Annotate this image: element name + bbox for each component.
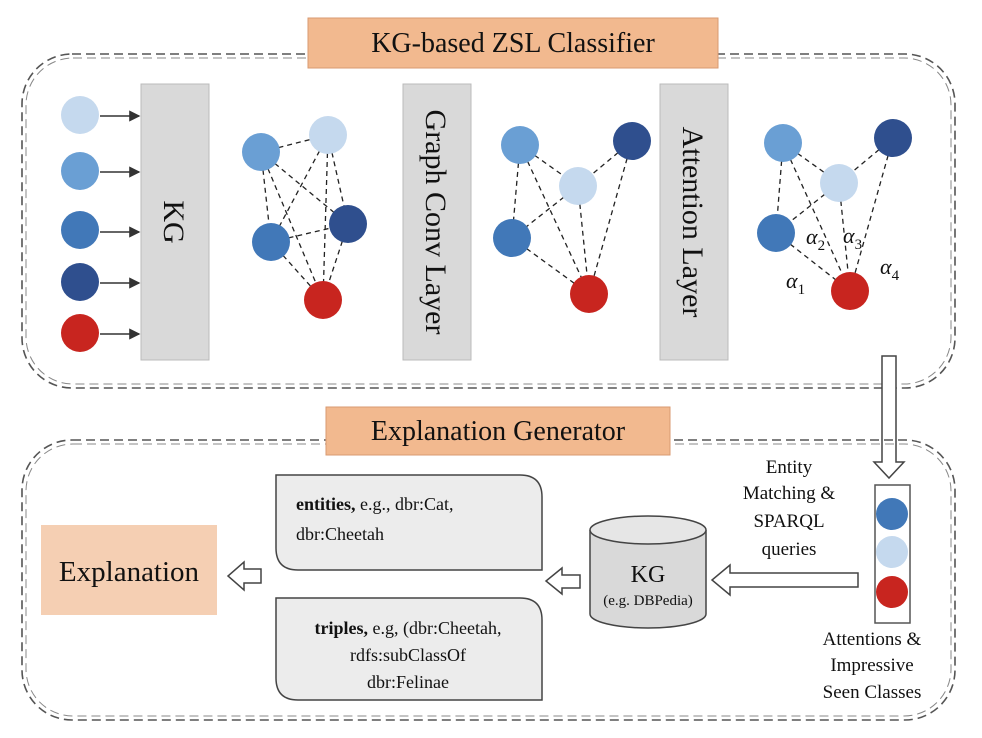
matching-line-1: Entity xyxy=(766,457,813,478)
attentions-line-2: Impressive xyxy=(830,655,913,676)
generator-title-box: Explanation Generator xyxy=(325,406,671,456)
g2-node-a xyxy=(501,126,539,164)
g2-node-c xyxy=(559,167,597,205)
explanation-box: Explanation xyxy=(41,525,217,615)
entities-line-2: dbr:Cheetah xyxy=(296,524,384,544)
input-node-1 xyxy=(61,96,99,134)
graph-conv-layer-bar: Graph Conv Layer xyxy=(402,83,472,361)
down-arrow-shape xyxy=(872,355,906,480)
matching-label: Entity Matching & SPARQL queries xyxy=(743,457,836,560)
g1-node-b xyxy=(309,116,347,154)
g3-node-d xyxy=(757,214,795,252)
g1-node-a xyxy=(242,133,280,171)
kg-database: KG (e.g. DBPedia) xyxy=(589,515,707,629)
arrow-to-boxes xyxy=(544,566,581,596)
triples-line-1: triples, e.g, (dbr:Cheetah, xyxy=(315,618,502,639)
input-node-4 xyxy=(61,263,99,301)
g2-node-b xyxy=(613,122,651,160)
kg-db-subtitle: (e.g. DBPedia) xyxy=(603,593,693,609)
g3-node-b xyxy=(874,119,912,157)
graph-2 xyxy=(493,122,651,313)
g2-node-d xyxy=(493,219,531,257)
generator-border-inner xyxy=(25,443,952,717)
alpha-1: α1 xyxy=(786,268,805,298)
g1-node-e xyxy=(304,281,342,319)
explanation-bg xyxy=(41,525,217,615)
generator-title-bg xyxy=(325,406,671,456)
attention-weights: α1 α2 α3 α4 xyxy=(786,223,900,298)
matching-line-4: queries xyxy=(762,539,817,560)
classifier-title-box: KG-based ZSL Classifier xyxy=(307,17,719,69)
g3-node-e xyxy=(831,272,869,310)
triples-box: triples, e.g, (dbr:Cheetah, rdfs:subClas… xyxy=(275,597,543,701)
explanation-label: Explanation xyxy=(59,556,200,588)
classifier-title: KG-based ZSL Classifier xyxy=(371,28,655,59)
classifier-border-inner xyxy=(25,57,952,385)
arrow-to-explanation xyxy=(226,560,262,592)
stack-node-1 xyxy=(876,498,908,530)
attention-bar-label: Attention Layer xyxy=(676,127,709,318)
selected-nodes-stack xyxy=(874,484,911,624)
g1-node-c xyxy=(329,205,367,243)
stack-node-2 xyxy=(876,536,908,568)
stack-node-3 xyxy=(876,576,908,608)
classifier-region xyxy=(21,53,956,389)
attention-bar xyxy=(659,83,729,361)
g3-node-c xyxy=(820,164,858,202)
g1-node-d xyxy=(252,223,290,261)
kg-cylinder-top xyxy=(589,515,707,545)
input-node-3 xyxy=(61,211,99,249)
g2-node-e xyxy=(570,275,608,313)
down-arrow xyxy=(872,355,906,480)
entities-box-bg xyxy=(275,474,543,571)
arrow-to-kg xyxy=(710,563,859,597)
generator-border xyxy=(21,439,956,721)
alpha-4: α4 xyxy=(880,254,900,284)
kg-bar-label: KG xyxy=(157,200,190,243)
graph-conv-bar-label: Graph Conv Layer xyxy=(419,110,452,335)
graph-1 xyxy=(242,116,367,319)
input-node-2 xyxy=(61,152,99,190)
g3-node-a xyxy=(764,124,802,162)
alpha-2: α2 xyxy=(806,224,825,254)
alpha-3: α3 xyxy=(843,223,862,253)
triples-box-bg xyxy=(275,597,543,701)
kg-bar xyxy=(140,83,210,361)
triples-line-3: dbr:Felinae xyxy=(367,672,449,692)
arrow-to-kg-shape xyxy=(710,563,859,597)
classifier-border xyxy=(21,53,956,389)
attentions-label: Attentions & Impressive Seen Classes xyxy=(823,629,922,703)
input-arrows xyxy=(100,110,141,340)
arrow-to-explanation-shape xyxy=(226,560,262,592)
matching-line-2: Matching & xyxy=(743,483,836,504)
attentions-line-3: Seen Classes xyxy=(823,682,922,703)
graph-3 xyxy=(757,119,912,310)
kg-layer-bar: KG xyxy=(140,83,210,361)
entities-box: entities, e.g., dbr:Cat, dbr:Cheetah xyxy=(275,474,543,571)
graph-2-edges xyxy=(511,140,633,295)
matching-line-3: SPARQL xyxy=(753,511,824,532)
generator-region xyxy=(21,439,956,721)
arrow-to-boxes-shape xyxy=(544,566,581,596)
kg-cylinder-body xyxy=(589,530,707,629)
input-node-5 xyxy=(61,314,99,352)
classifier-title-bg xyxy=(307,17,719,69)
attentions-line-1: Attentions & xyxy=(823,629,922,650)
triples-line-2: rdfs:subClassOf xyxy=(350,645,466,665)
kg-db-title: KG xyxy=(631,562,666,588)
attention-layer-bar: Attention Layer xyxy=(659,83,729,361)
entities-line-1: entities, e.g., dbr:Cat, xyxy=(296,494,453,514)
graph-conv-bar xyxy=(402,83,472,361)
generator-title: Explanation Generator xyxy=(371,416,626,447)
input-nodes xyxy=(61,96,99,352)
